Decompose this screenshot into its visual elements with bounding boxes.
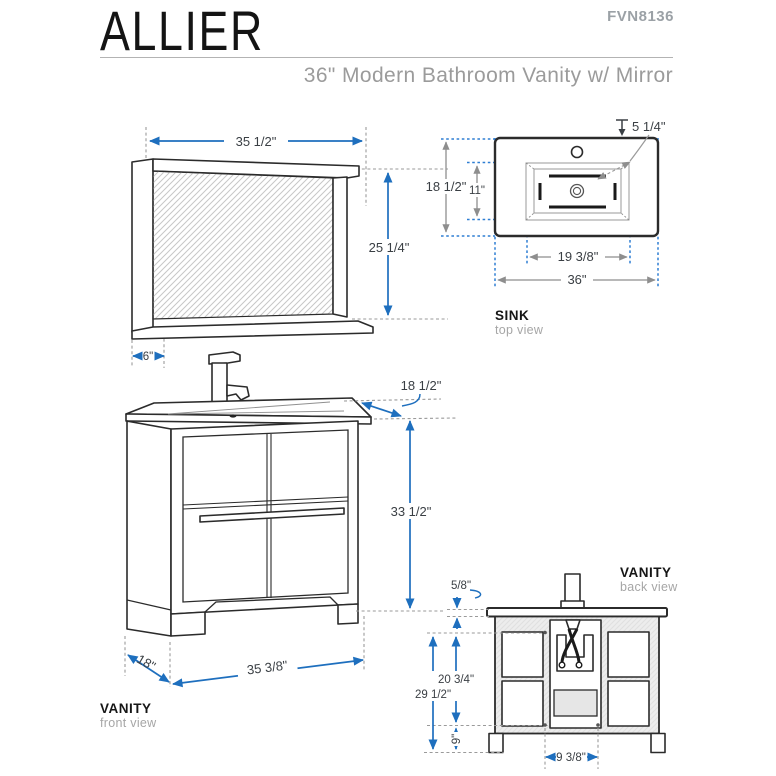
base-arch (204, 596, 339, 613)
sink-drawing: 18 1/2" 11" 5 1/4" 19 3/8" 36" (422, 119, 666, 337)
vanity-front-view-label: front view (100, 716, 157, 730)
model-number: FVN8136 (607, 8, 674, 25)
dim-mirror-depth: 6" (132, 351, 165, 363)
counter-drain (229, 414, 237, 418)
basin-inner (533, 168, 622, 214)
depth-symbol-icon (618, 129, 626, 136)
dim-mirror-width: 35 1/2" (149, 132, 363, 149)
basin-outer (525, 162, 630, 221)
basin-slots (538, 174, 617, 209)
vanity-back-view-label: back view (620, 580, 678, 594)
dim-front-depth-top: 18 1/2" (343, 378, 458, 420)
vanity-back-label: VANITY (620, 565, 672, 580)
bottom-opening (553, 689, 598, 717)
opening-height-value: 20 3/4" (438, 674, 474, 686)
mirror-depth-value: 6" (143, 351, 153, 363)
back-opening-right-top (607, 631, 650, 678)
mirror-width-value: 35 1/2" (236, 134, 277, 149)
basin-width-value: 19 3/8" (558, 249, 599, 264)
faucet-stub-base (560, 600, 585, 609)
back-right-leg (650, 732, 666, 754)
product-subtitle: 36" Modern Bathroom Vanity w/ Mirror (304, 64, 673, 87)
leg-height-value: 9" (451, 734, 463, 744)
counter-edge (125, 413, 372, 425)
mirror-shelf (131, 320, 374, 340)
front-base-depth-value: 18" (134, 651, 158, 674)
front-width-value: 35 3/8" (246, 658, 289, 678)
back-counter (486, 607, 668, 618)
door-frame (182, 429, 349, 603)
back-opening-right-bottom (607, 680, 650, 727)
dim-center-width: 9 3/8" (544, 728, 599, 769)
back-opening-left-top (501, 631, 544, 678)
dim-sink-width: 36" (497, 272, 656, 287)
drain (569, 183, 585, 199)
back-left-leg (488, 732, 504, 754)
sink-depth-value: 18 1/2" (426, 179, 467, 194)
dim-basin-depth: 11" (467, 165, 488, 217)
basin-depth-value: 11" (469, 185, 485, 197)
front-height-value: 33 1/2" (391, 504, 432, 519)
back-opening-left-bottom (501, 680, 544, 727)
front-depth-top-value: 18 1/2" (401, 378, 442, 393)
mirror-height-value: 25 1/4" (369, 240, 410, 255)
vanity-back-drawing: VANITY back view 5/8" (410, 565, 678, 769)
bowl-depth-value: 5 1/4" (632, 119, 666, 134)
sink-view-label: top view (495, 323, 544, 337)
dim-mirror-height: 25 1/4" (361, 172, 416, 316)
faucet-stub (564, 573, 581, 603)
sink-label: SINK (495, 308, 529, 323)
mirror-right-frame (332, 176, 348, 318)
mirror-top-frame (152, 158, 360, 179)
right-leg (337, 603, 359, 625)
dim-bowl-depth: 5 1/4" (597, 119, 666, 180)
product-title: ALLIER (100, 0, 264, 62)
mirror-drawing: 35 1/2" 25 1/4" 6" (131, 127, 448, 368)
vanity-front-label: VANITY (100, 701, 152, 716)
faucet-hole (570, 145, 584, 159)
dim-front-height: 33 1/2" (356, 420, 444, 612)
sink-width-value: 36" (567, 272, 586, 287)
back-height-value: 29 1/2" (415, 689, 451, 701)
counter-thickness-value: 5/8" (451, 580, 471, 592)
dim-counter-thickness: 5/8" (447, 580, 489, 629)
dim-basin-width: 19 3/8" (529, 249, 628, 264)
plumbing (553, 619, 598, 717)
center-width-value: 9 3/8" (556, 752, 586, 764)
left-leg (170, 611, 206, 637)
dim-sink-depth: 18 1/2" (422, 141, 471, 233)
mirror-left-frame (131, 158, 154, 333)
cabinet-side (126, 420, 172, 637)
vanity-front-drawing: 18 1/2" 33 1/2" 18" 35 3/8" VANITY front… (100, 351, 458, 730)
towel-bar-handle (199, 507, 345, 523)
header: ALLIER FVN8136 36" Modern Bathroom Vanit… (100, 0, 674, 87)
mirror-glass (152, 170, 334, 320)
dim-back-heights: 20 3/4" 29 1/2" 9" (410, 630, 600, 754)
